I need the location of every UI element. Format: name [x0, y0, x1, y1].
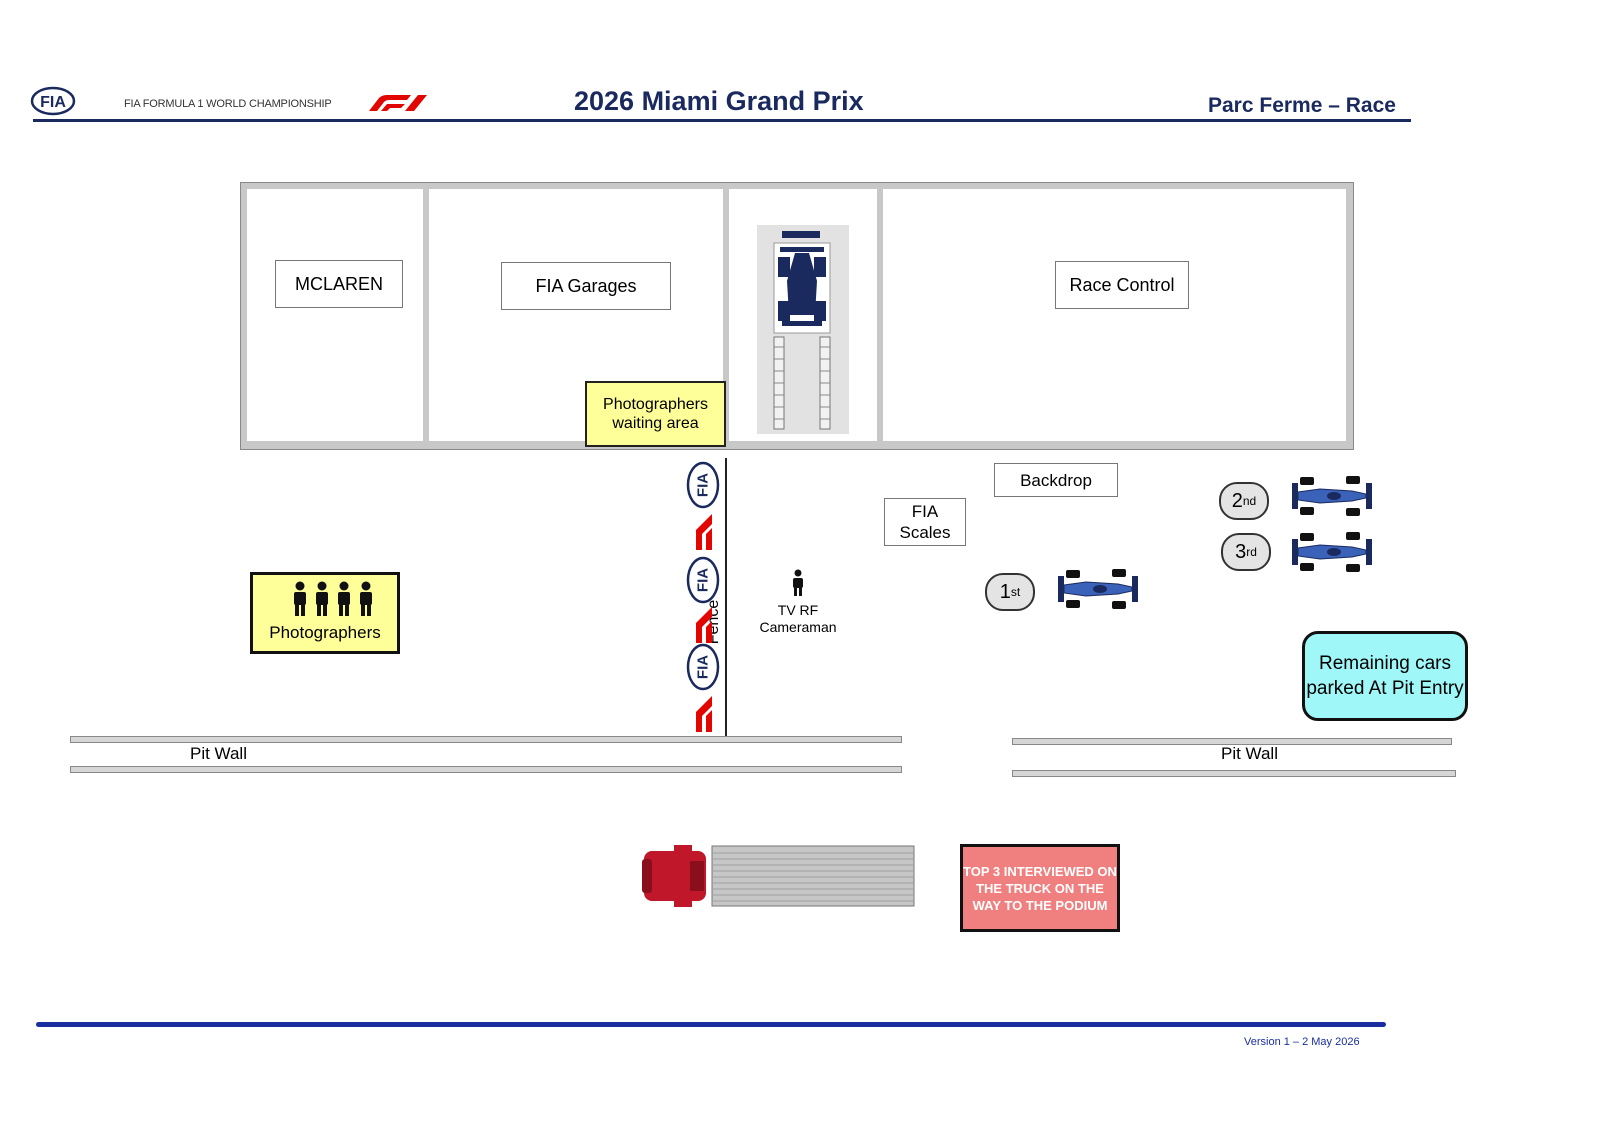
pit-wall-right-lower: [1012, 770, 1456, 777]
pit-wall-left-lower: [70, 766, 902, 773]
pit-wall-right-label: Pit Wall: [1221, 744, 1278, 763]
fence-fia-logo-icon: FIA: [686, 643, 720, 691]
pit-wall-right-upper: [1012, 738, 1452, 745]
fia-logo-icon: FIA: [30, 86, 76, 116]
interview-note: TOP 3 INTERVIEWED ON THE TRUCK ON THE WA…: [960, 844, 1120, 932]
backdrop-label: Backdrop: [994, 463, 1118, 497]
tv-rf-cameraman-label: TV RF Cameraman: [759, 602, 837, 635]
header-divider: [33, 119, 1411, 122]
mclaren-room: [247, 189, 423, 441]
remaining-cars-area: Remaining cars parked At Pit Entry: [1302, 631, 1468, 721]
page-subtitle: Parc Ferme – Race: [1208, 94, 1396, 117]
fence-fia-logo-icon: FIA: [686, 461, 720, 509]
footer-divider: [36, 1022, 1386, 1027]
car-1st-icon: [1058, 569, 1138, 609]
svg-text:FIA: FIA: [695, 473, 712, 497]
svg-text:FIA: FIA: [695, 655, 712, 679]
race-control-room: [883, 189, 1346, 441]
pit-wall-left-label: Pit Wall: [190, 744, 247, 763]
fia-garages-label: FIA Garages: [501, 262, 671, 310]
svg-text:FIA: FIA: [695, 568, 712, 592]
pit-wall-left-upper: [70, 736, 902, 743]
f1-logo-icon: [369, 95, 427, 111]
car-2nd-icon: [1292, 476, 1372, 516]
fence-fia-logo-icon: FIA: [686, 556, 720, 604]
fence-line: [725, 458, 727, 736]
podium-truck-icon: [642, 845, 915, 907]
fence-f1-logo-icon: [696, 607, 712, 643]
championship-label: FIA FORMULA 1 WORLD CHAMPIONSHIP: [124, 98, 332, 110]
fia-logo-text: FIA: [40, 94, 66, 111]
mclaren-label: MCLAREN: [275, 260, 403, 308]
race-control-label: Race Control: [1055, 261, 1189, 309]
photographer-people-icon: [294, 581, 372, 616]
page-title: 2026 Miami Grand Prix: [574, 86, 864, 116]
photographers-area: Photographers: [250, 572, 400, 654]
weighed-car-icon: [757, 225, 849, 434]
fence-f1-logo-icon: [696, 514, 712, 550]
photographers-waiting-area: Photographers waiting area: [585, 381, 726, 447]
fence-f1-logo-icon: [696, 696, 712, 732]
photographers-label: Photographers: [269, 623, 381, 642]
version-label: Version 1 – 2 May 2026: [1244, 1036, 1360, 1048]
fia-scales-label: FIA Scales: [884, 498, 966, 546]
cameraman-person-icon: [793, 569, 803, 596]
car-3rd-icon: [1292, 532, 1372, 572]
